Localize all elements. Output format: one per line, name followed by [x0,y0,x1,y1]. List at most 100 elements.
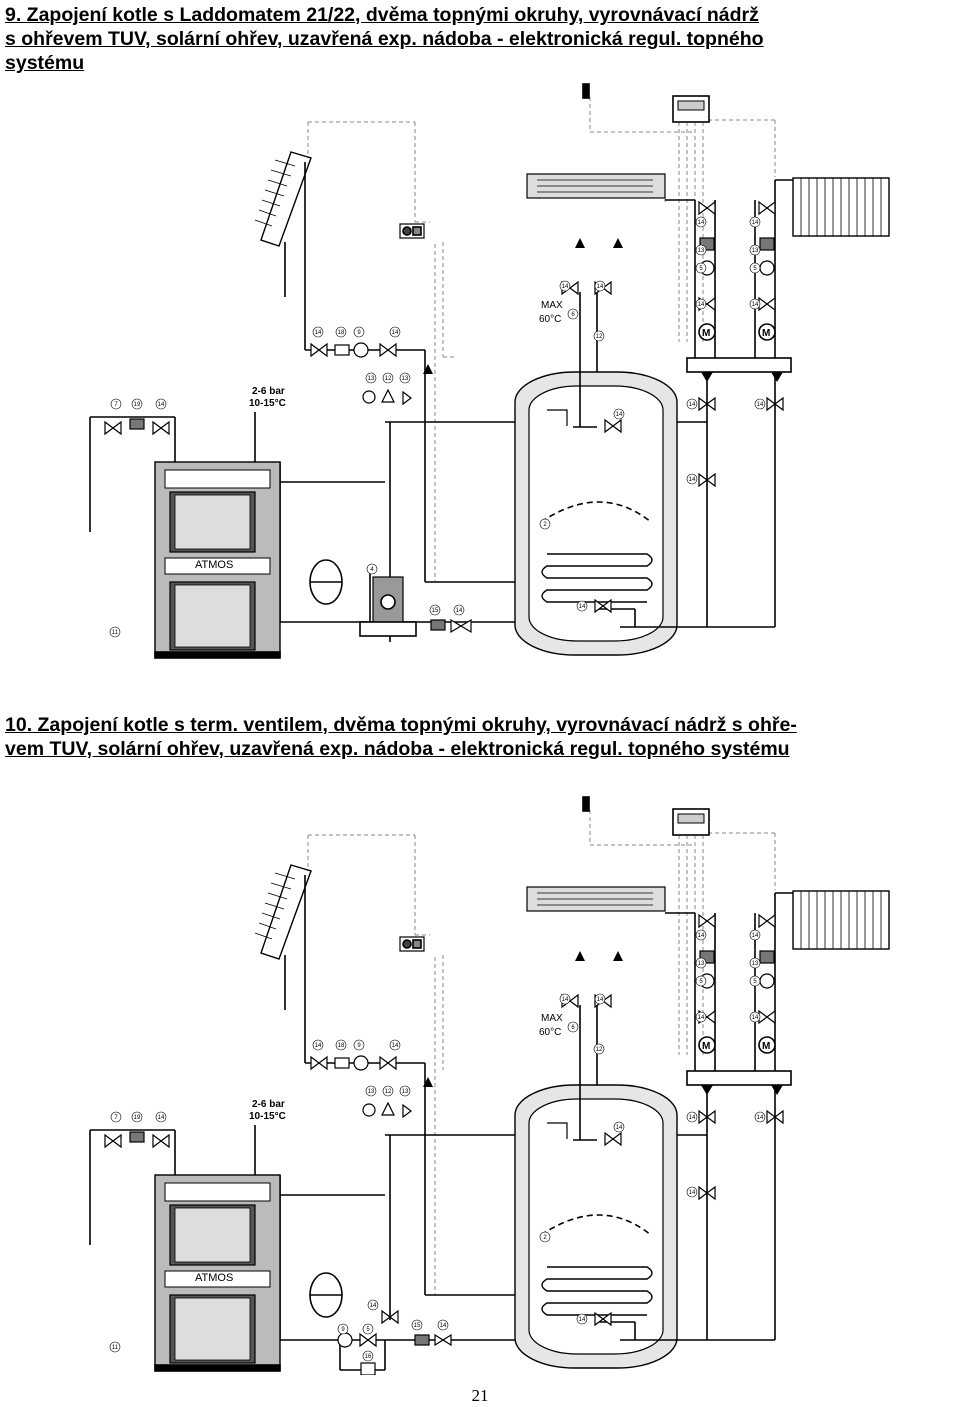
component-number: 14 [616,1125,623,1131]
component-number: 13 [402,376,409,382]
component-number: 14 [456,608,463,614]
component-number: 14 [757,1115,764,1121]
component-number: 9 [341,1327,345,1333]
floor-heating-icon [526,886,666,912]
component-number: 13 [698,248,705,254]
component-number: 2 [543,1235,547,1241]
temperature-label: 10-15°C [249,1111,286,1122]
motor-label: M [702,1041,710,1052]
section-9-title-line-1: 9. Zapojení kotle s Laddomatem 21/22, dv… [5,4,759,26]
component-number: 13 [752,248,759,254]
component-number: 14 [752,933,759,939]
component-number: 12 [596,1047,603,1053]
component-number: 14 [698,933,705,939]
component-number: 14 [752,220,759,226]
radiator-icon [792,890,890,950]
component-number: 12 [596,334,603,340]
max-label: MAX [541,1013,563,1024]
component-number: 13 [698,961,705,967]
floor-heating-icon [526,173,666,199]
controller-icon [672,95,710,123]
component-number: 14 [757,402,764,408]
boiler-brand-label: ATMOS [195,559,233,571]
component-number: 18 [338,1043,345,1049]
expansion-vessel-icon [309,559,343,605]
component-number: 13 [368,1089,375,1095]
component-number: 9 [357,1043,361,1049]
component-number: 13 [368,376,375,382]
component-number: 14 [392,1043,399,1049]
component-number: 14 [698,1015,705,1021]
component-number: 14 [579,604,586,610]
motor-label: M [762,1041,770,1052]
component-number: 14 [370,1303,377,1309]
component-number: 7 [114,402,118,408]
component-number: 13 [402,1089,409,1095]
accumulation-tank-icon [514,1084,678,1369]
max-temp-label: 60°C [539,314,561,325]
pressure-label: 2-6 bar [252,1099,285,1110]
component-number: 14 [315,330,322,336]
component-number: 14 [689,477,696,483]
component-number: 14 [315,1043,322,1049]
component-number: 14 [689,1190,696,1196]
solar-collector [254,864,312,960]
diagram-10: 2-6 bar 10-15°C MAX 60°C ATMOS M M 7 19 … [89,796,890,1375]
component-number: 6 [571,1025,575,1031]
motor-valve-icon [698,1036,716,1054]
section-9-title-line-3: systému [5,52,85,74]
motor-label: M [762,328,770,339]
solar-collector [254,151,312,247]
temperature-label: 10-15°C [249,398,286,409]
max-temp-label: 60°C [539,1027,561,1038]
motor-valve-icon [698,323,716,341]
component-number: 7 [114,1115,118,1121]
page-number: 21 [471,1386,489,1405]
component-number: 14 [689,402,696,408]
component-number: 14 [689,1115,696,1121]
component-number: 14 [158,402,165,408]
component-number: 14 [392,330,399,336]
pressure-label: 2-6 bar [252,386,285,397]
section-9-heading: 9. Zapojení kotle s Laddomatem 21/22, dv… [5,3,935,75]
solar-controller-icon [399,223,425,239]
component-number: 11 [112,1345,119,1351]
component-number: 14 [698,220,705,226]
outdoor-sensor-icon [582,796,590,812]
outdoor-sensor-icon [582,83,590,99]
component-number: 14 [562,997,569,1003]
component-number: 14 [698,302,705,308]
solar-controller-icon [399,936,425,952]
section-10-title-line-2: vem TUV, solární ohřev, uzavřená exp. ná… [5,738,790,760]
component-number: 14 [562,284,569,290]
component-number: 12 [385,1089,392,1095]
component-number: 14 [597,284,604,290]
component-number: 2 [543,522,547,528]
component-number: 14 [579,1317,586,1323]
diagram-9: 2-6 bar 10-15°C MAX 60°C ATMOS M M 7 19 … [89,83,890,659]
component-number: 12 [385,376,392,382]
component-number: 19 [134,402,141,408]
motor-label: M [702,328,710,339]
motor-valve-icon [758,1036,776,1054]
atmos-boiler-icon [154,1174,281,1372]
component-number: 19 [134,1115,141,1121]
boiler-brand-label: ATMOS [195,1272,233,1284]
max-label: MAX [541,300,563,311]
component-number: 5 [699,979,703,985]
controller-icon [672,808,710,836]
component-number: 14 [752,302,759,308]
component-number: 5 [366,1327,370,1333]
component-number: 18 [338,330,345,336]
component-number: 14 [752,1015,759,1021]
component-number: 11 [112,630,119,636]
component-number: 16 [365,1354,372,1360]
component-number: 15 [432,608,439,614]
component-number: 14 [158,1115,165,1121]
expansion-vessel-icon [309,1272,343,1318]
component-number: 14 [440,1323,447,1329]
section-10-heading: 10. Zapojení kotle s term. ventilem, dvě… [5,713,955,761]
radiator-icon [792,177,890,237]
motor-valve-icon [758,323,776,341]
component-number: 14 [616,412,623,418]
